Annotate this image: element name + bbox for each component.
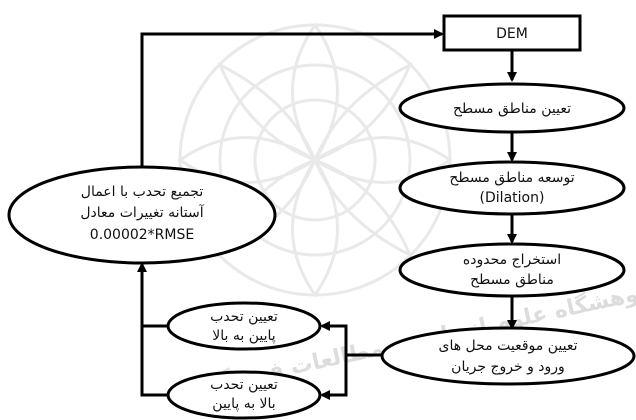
node-inout-location[interactable]: تعیین موقعیت محل های ورود و خروج جریان <box>380 326 636 386</box>
node-combine-line2: آستانه تغییرات معادل <box>80 204 204 221</box>
node-convexity-low-high[interactable]: تعیین تحدب پایین به بالا <box>166 301 322 351</box>
edge-inout-to-high-low <box>320 355 348 400</box>
node-convexity-low-high-line2: پایین به بالا <box>212 328 275 344</box>
node-expand-flat[interactable]: توسعه مناطق مسطح (Dilation) <box>398 160 626 216</box>
node-extract-extent-line1: استخراج محدوده <box>463 252 561 268</box>
edge-combine-to-dem <box>140 29 444 172</box>
node-combine-line1: تجمیع تحدب با اعمال <box>81 184 204 200</box>
node-flat-areas-label: تعیین مناطق مسطح <box>453 101 571 117</box>
node-convexity-low-high-line1: تعیین تحدب <box>210 309 278 325</box>
node-inout-location-line2: ورود و خروج جریان <box>451 359 565 375</box>
node-flat-areas[interactable]: تعیین مناطق مسطح <box>398 82 626 134</box>
node-expand-flat-line2: (Dilation) <box>480 190 545 206</box>
edge-inout-to-low-high <box>320 321 382 357</box>
node-extract-extent-line2: مناطق مسطح <box>470 272 554 288</box>
node-inout-location-line1: تعیین موقعیت محل های <box>438 338 577 354</box>
node-dem[interactable]: DEM <box>442 14 582 52</box>
node-expand-flat-line1: توسعه مناطق مسطح <box>449 170 574 186</box>
node-convexity-high-low-line2: بالا به پایین <box>212 396 275 412</box>
edge-high-low-to-combine <box>137 262 168 397</box>
node-convexity-high-low[interactable]: تعیین تحدب بالا به پایین <box>166 370 322 420</box>
node-extract-extent[interactable]: استخراج محدوده مناطق مسطح <box>398 242 626 298</box>
node-combine-convexity[interactable]: تجمیع تحدب با اعمال آستانه تغییرات معادل… <box>7 165 277 265</box>
node-convexity-high-low-line1: تعیین تحدب <box>210 377 278 393</box>
node-dem-label: DEM <box>496 26 528 42</box>
edges <box>137 29 517 400</box>
node-combine-line3: 0.00002*RMSE <box>90 227 194 243</box>
